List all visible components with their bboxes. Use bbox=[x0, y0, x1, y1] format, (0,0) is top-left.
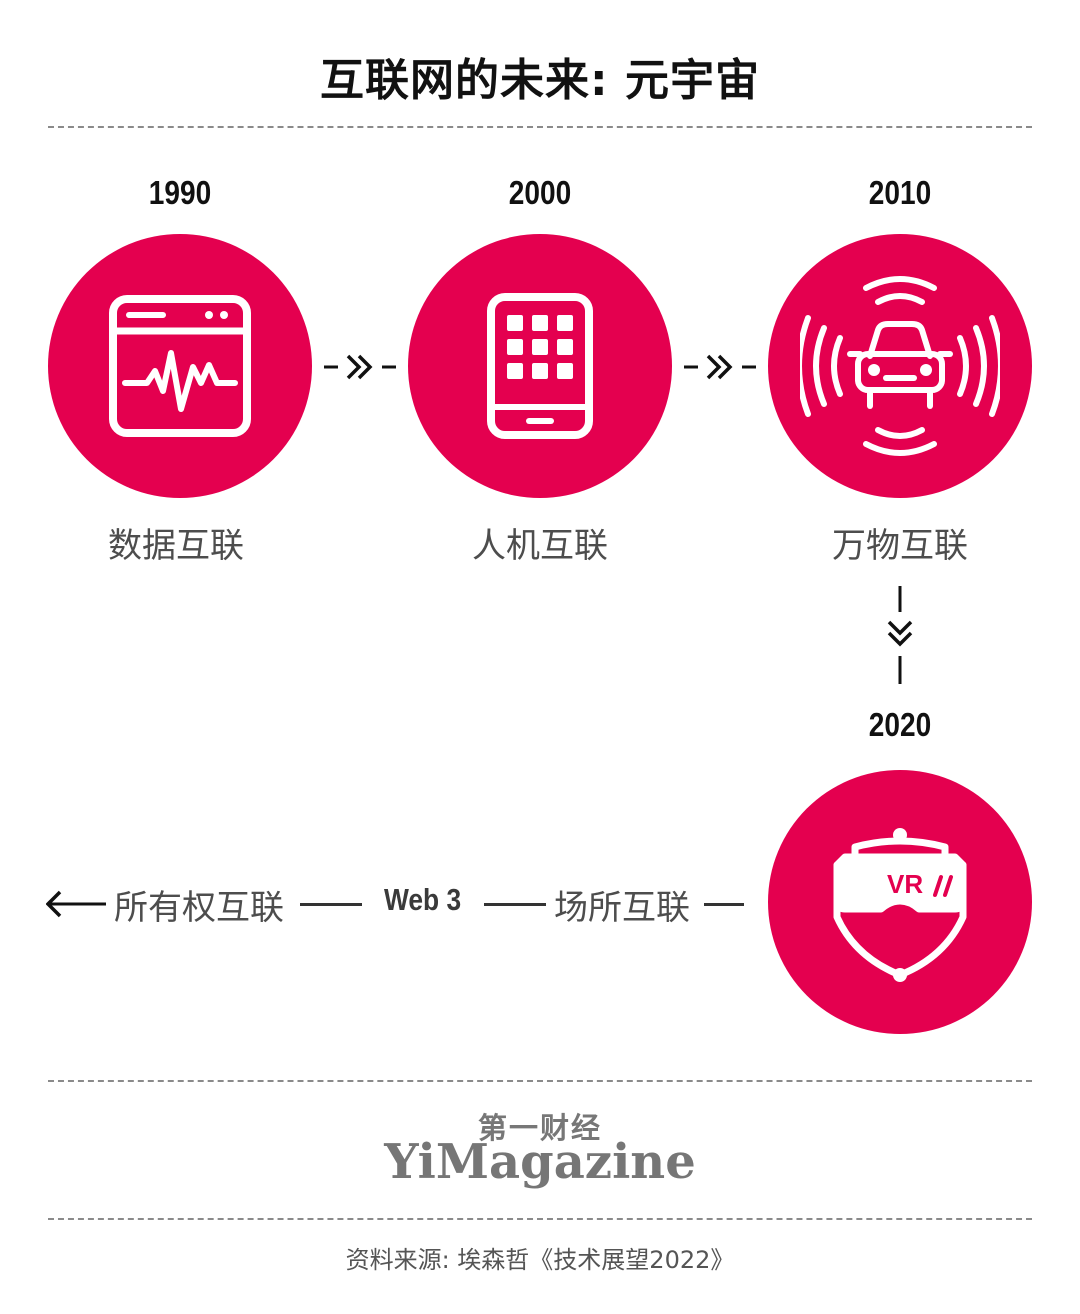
footer-divider bbox=[48, 1218, 1032, 1220]
label-web3: Web 3 bbox=[384, 882, 462, 917]
arrow-right-icon bbox=[322, 350, 398, 384]
connector-line bbox=[484, 903, 546, 906]
stage-circle-2020: VR bbox=[768, 770, 1032, 1034]
vr-headset-icon: VR bbox=[833, 828, 967, 982]
stage-circle-2000 bbox=[408, 234, 672, 498]
brand-logo-en: YiMagazine bbox=[384, 1134, 696, 1190]
browser-heartbeat-icon bbox=[109, 295, 251, 437]
stage-label-2010: 万物互联 bbox=[832, 526, 968, 566]
top-divider bbox=[48, 126, 1032, 128]
arrow-left-icon bbox=[45, 889, 108, 923]
year-2020: 2020 bbox=[868, 706, 932, 743]
brand-logo-cn: 第一财经 bbox=[477, 1111, 602, 1145]
year-2000: 2000 bbox=[508, 174, 572, 211]
smartphone-icon bbox=[487, 293, 593, 439]
stage-label-2000: 人机互联 bbox=[472, 526, 608, 566]
year-1990: 1990 bbox=[148, 174, 212, 211]
connector-line bbox=[704, 903, 744, 906]
label-ownership: 所有权互联 bbox=[114, 888, 284, 928]
arrow-down-icon bbox=[883, 584, 917, 688]
vr-text: VR bbox=[887, 869, 923, 899]
source-note: 资料来源: 埃森哲《技术展望2022》 bbox=[345, 1246, 735, 1274]
stage-label-2020: 场所互联 bbox=[554, 888, 690, 928]
page-title: 互联网的未来: 元宇宙 bbox=[320, 55, 760, 106]
stage-circle-2010 bbox=[768, 234, 1032, 498]
year-2010: 2010 bbox=[868, 174, 932, 211]
connector-line bbox=[300, 903, 362, 906]
stage-label-1990: 数据互联 bbox=[108, 526, 244, 566]
arrow-right-icon bbox=[682, 350, 758, 384]
stage-circle-1990 bbox=[48, 234, 312, 498]
connected-car-icon bbox=[800, 276, 1000, 456]
bottom-divider bbox=[48, 1080, 1032, 1082]
